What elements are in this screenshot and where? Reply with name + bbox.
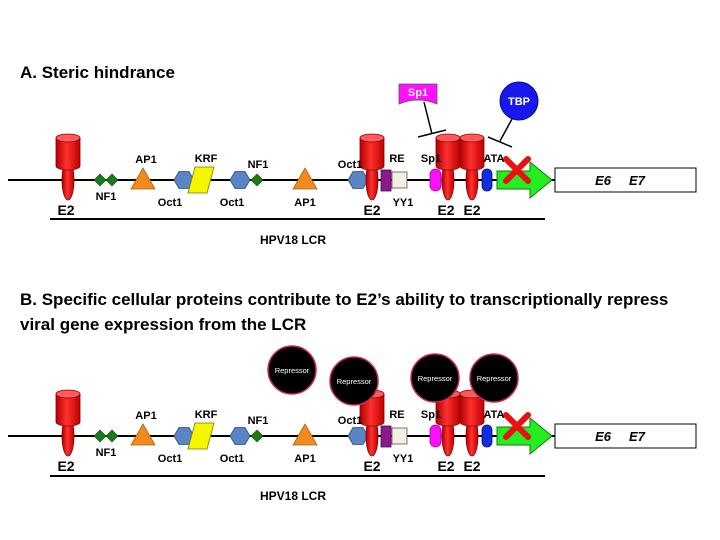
- e2-protein: [55, 389, 81, 457]
- e2-label: E2: [437, 202, 454, 218]
- e2-protein: [459, 389, 485, 457]
- sp1-site: [429, 168, 442, 192]
- tbp-inhibition-bar: [487, 136, 513, 148]
- panel-b-heading-line2: viral gene expression from the LCR: [20, 315, 306, 334]
- oct1-label: Oct1: [338, 415, 362, 427]
- krf-site: [187, 422, 215, 450]
- yy1-label: YY1: [393, 197, 414, 209]
- yy1-label: YY1: [393, 453, 414, 465]
- gre-label: RE: [389, 409, 404, 421]
- oct1-label: Oct1: [220, 197, 244, 209]
- e2-protein: [359, 133, 385, 201]
- nf1-label: NF1: [96, 191, 117, 203]
- panel-a-heading: A. Steric hindrance: [20, 63, 175, 82]
- e2-protein: [435, 133, 461, 201]
- ap1-site: [130, 167, 156, 190]
- oct1-label: Oct1: [158, 453, 182, 465]
- e2-protein: [55, 133, 81, 201]
- yy1-site: [391, 171, 408, 189]
- repressor-label: Repressor: [477, 374, 512, 383]
- nf1-site: [250, 429, 264, 443]
- krf-site: [187, 166, 215, 194]
- e2-label: E2: [463, 202, 480, 218]
- oct1-site: [229, 427, 251, 445]
- nf1-site: [250, 173, 264, 187]
- tbp-label: TBP: [508, 96, 530, 108]
- repressor-label: Repressor: [275, 366, 310, 375]
- ap1-site: [130, 423, 156, 446]
- gene-label: E6 E7: [595, 429, 646, 444]
- e2-protein: [459, 133, 485, 201]
- e2-label: E2: [57, 202, 74, 218]
- e2-label: E2: [363, 458, 380, 474]
- gre-site: [380, 169, 392, 192]
- e2-label: E2: [57, 458, 74, 474]
- e2-label: E2: [363, 202, 380, 218]
- ap1-site: [292, 423, 318, 446]
- oct1-label: Oct1: [338, 159, 362, 171]
- ap1-label: AP1: [135, 410, 156, 422]
- tbp-inhibition-line: [499, 118, 513, 142]
- sp1-flag-label: Sp1: [408, 87, 428, 99]
- lcr-label: HPV18 LCR: [260, 489, 326, 503]
- tbp-protein: [499, 81, 539, 121]
- krf-label: KRF: [195, 409, 218, 421]
- panel-b-heading-line1: B. Specific cellular proteins contribute…: [20, 290, 668, 309]
- oct1-site: [229, 171, 251, 189]
- ap1-label: AP1: [294, 197, 315, 209]
- oct1-label: Oct1: [158, 197, 182, 209]
- nf1-label: NF1: [248, 159, 269, 171]
- lcr-label: HPV18 LCR: [260, 233, 326, 247]
- panel-b: B. Specific cellular proteins contribute…: [8, 290, 697, 503]
- repressor-label: Repressor: [337, 377, 372, 386]
- sp1-site: [429, 424, 442, 448]
- oct1-label: Oct1: [220, 453, 244, 465]
- repressor-label: Repressor: [418, 374, 453, 383]
- e2-label: E2: [437, 458, 454, 474]
- oct1-site: [347, 427, 369, 445]
- nf1-site: [93, 173, 119, 187]
- gene-label: E6 E7: [595, 173, 646, 188]
- gre-site: [380, 425, 392, 448]
- e6-e7-gene-box: [554, 423, 697, 449]
- krf-label: KRF: [195, 153, 218, 165]
- ap1-label: AP1: [294, 453, 315, 465]
- e6-e7-gene-box: [554, 167, 697, 193]
- sp1-inhibition-bar: [417, 129, 447, 138]
- nf1-label: NF1: [96, 447, 117, 459]
- sp1-protein-flag: [398, 83, 438, 105]
- tata-box: [481, 424, 493, 448]
- ap1-site: [292, 167, 318, 190]
- nf1-site: [93, 429, 119, 443]
- ap1-label: AP1: [135, 154, 156, 166]
- panel-a: A. Steric hindrance E6 E7 Sp1 TBP: [8, 63, 697, 247]
- sp1-label: Sp1: [421, 409, 441, 421]
- nf1-label: NF1: [248, 415, 269, 427]
- sp1-label: Sp1: [421, 153, 441, 165]
- sp1-inhibition-line: [423, 101, 433, 135]
- gre-label: RE: [389, 153, 404, 165]
- tata-box: [481, 168, 493, 192]
- tata-label: ATA: [484, 153, 505, 165]
- tata-label: ATA: [484, 409, 505, 421]
- e2-label: E2: [463, 458, 480, 474]
- oct1-site: [347, 171, 369, 189]
- yy1-site: [391, 427, 408, 445]
